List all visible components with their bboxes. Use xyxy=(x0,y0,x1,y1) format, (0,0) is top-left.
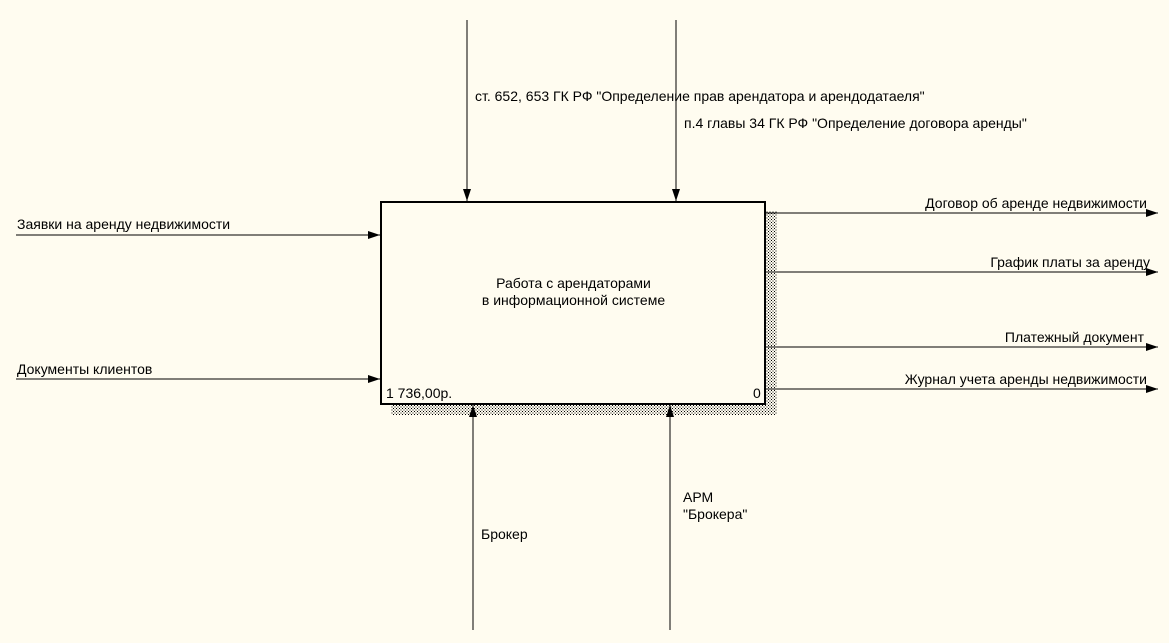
activity-box-title: Работа с арендаторами в информационной с… xyxy=(383,275,764,309)
activity-box-title-line1: Работа с арендаторами xyxy=(496,275,651,291)
control-label-1: ст. 652, 653 ГК РФ "Определение прав аре… xyxy=(475,88,925,104)
mechanism-label-2: АРМ "Брокера" xyxy=(683,489,748,522)
control-label-2: п.4 главы 34 ГК РФ "Определение договора… xyxy=(684,115,1027,131)
output-label-1: Договор об аренде недвижимости xyxy=(925,195,1147,211)
activity-box-title-line2: в информационной системе xyxy=(481,292,666,308)
activity-box[interactable] xyxy=(380,201,766,405)
input-label-2: Документы клиентов xyxy=(17,361,153,377)
output-label-4: Журнал учета аренды недвижимости xyxy=(904,371,1147,387)
input-label-1: Заявки на аренду недвижимости xyxy=(17,216,231,232)
mechanism-label-1: Брокер xyxy=(481,526,528,542)
activity-box-cost: 1 736,00р. xyxy=(386,385,453,401)
output-label-2: График платы за аренду xyxy=(990,254,1150,270)
activity-box-number: 0 xyxy=(753,385,761,401)
output-label-3: Платежный документ xyxy=(1004,329,1144,345)
